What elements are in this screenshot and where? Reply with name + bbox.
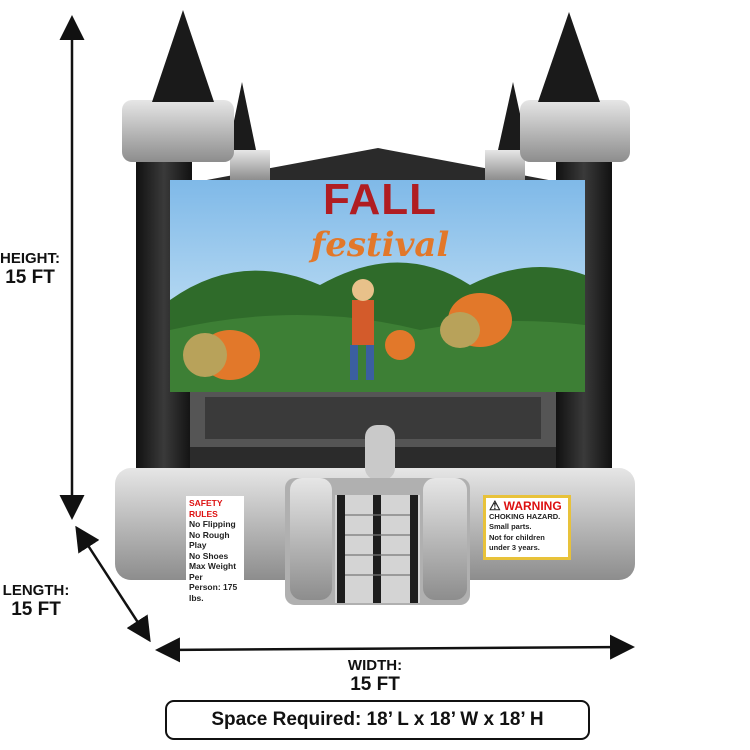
left-cone [152, 10, 214, 102]
height-label: HEIGHT: 15 FT [0, 250, 60, 289]
width-arrow [155, 634, 635, 663]
safety-rules-sign: SAFETY RULES No Flipping No Rough Play N… [186, 496, 244, 605]
length-label-text: LENGTH: [2, 582, 70, 599]
warning-line: Not for children [489, 532, 545, 542]
safety-rule: No Rough Play [189, 529, 230, 551]
length-label: LENGTH: 15 FT [0, 582, 72, 621]
warning-line: CHOKING HAZARD. [489, 511, 561, 521]
safety-rule: No Shoes [189, 550, 229, 561]
right-cone [538, 12, 600, 102]
width-value: 15 FT [350, 674, 400, 695]
warning-triangle-icon: ⚠ [489, 498, 501, 513]
width-label-text: WIDTH: [347, 657, 403, 674]
height-value: 15 FT [5, 267, 55, 288]
warning-sign: ⚠ WARNING CHOKING HAZARD. Small parts. N… [483, 495, 571, 560]
warning-title: WARNING [503, 499, 562, 513]
length-value: 15 FT [11, 599, 61, 620]
warning-line: under 3 years. [489, 543, 540, 552]
length-arrow [75, 525, 151, 643]
height-label-text: HEIGHT: [0, 250, 60, 267]
banner-title: FALL [323, 175, 437, 224]
banner-subtitle: festival [310, 225, 450, 265]
safety-rule: Max Weight Per [189, 561, 237, 582]
width-label: WIDTH: 15 FT [335, 657, 415, 696]
space-required-box: Space Required: 18’ L x 18’ W x 18’ H [165, 700, 590, 740]
safety-rules-title: SAFETY RULES [189, 498, 223, 519]
safety-rule: No Flipping [189, 519, 236, 529]
safety-rule: Person: 175 lbs. [189, 582, 238, 603]
warning-line: Small parts. [489, 522, 532, 531]
